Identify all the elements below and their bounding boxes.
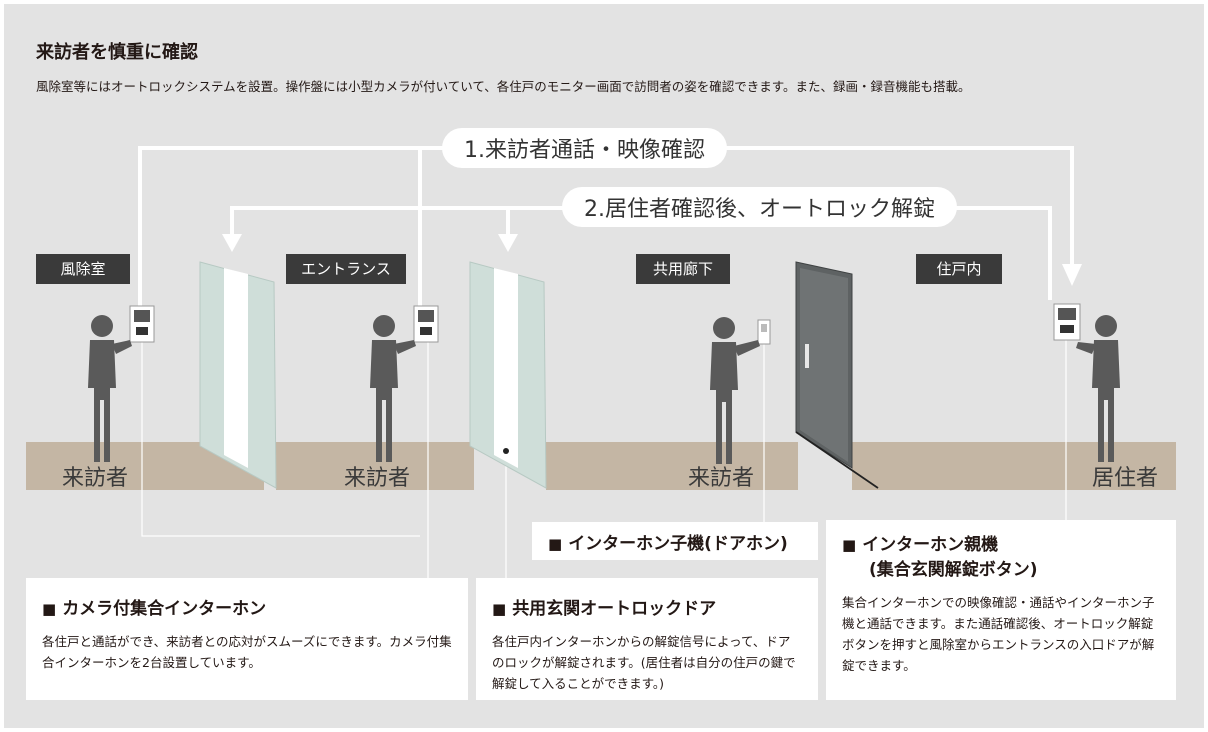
autolock-door-description: 各住戸内インターホンからの解錠信号によって、ドアのロックが解錠されます。(居住者… <box>492 634 796 691</box>
visitor-label-2: 来訪者 <box>344 466 411 491</box>
callout-autolock-door: ■共用玄関オートロックドア 各住戸内インターホンからの解錠信号によって、ドアのロ… <box>476 578 818 700</box>
arrow-to-windbreak-door <box>222 234 242 252</box>
step2-label: 2.居住者確認後、オートロック解錠 <box>562 187 957 227</box>
indoor-monitor-subtitle: (集合玄関解錠ボタン) <box>869 560 1038 580</box>
square-bullet-icon: ■ <box>492 600 507 618</box>
autolock-door-title: ■共用玄関オートロックドア <box>492 599 717 619</box>
callout-line-windbreak <box>141 342 420 537</box>
visitor-figure-2 <box>370 315 416 462</box>
square-bullet-icon: ■ <box>42 600 57 618</box>
visitor-figure-3 <box>710 317 760 464</box>
visitor-label-1: 来訪者 <box>62 466 129 491</box>
indoor-monitor-description: 集合インターホンでの映像確認・通話やインターホン子機と通話できます。また通話確認… <box>842 595 1155 673</box>
resident-figure <box>1076 315 1120 462</box>
square-bullet-icon: ■ <box>548 535 563 553</box>
callout-indoor-monitor: ■インターホン親機 (集合玄関解錠ボタン) 集合インターホンでの映像確認・通話や… <box>826 520 1176 700</box>
camera-intercom-title: ■カメラ付集合インターホン <box>42 599 267 619</box>
floor-strip-3 <box>546 442 798 490</box>
indoor-monitor-title: ■インターホン親機 <box>842 535 999 555</box>
door-handle <box>805 344 809 368</box>
room-label-entrance: エントランス <box>286 254 406 284</box>
indoor-monitor-panel <box>1053 303 1081 341</box>
visitor-label-3: 来訪者 <box>688 466 755 491</box>
floor-strip-2 <box>276 442 474 490</box>
glass-door-windbreak <box>199 261 277 489</box>
room-label-corridor: 共用廊下 <box>636 254 730 284</box>
resident-label: 居住者 <box>1092 466 1159 491</box>
door-threshold <box>795 431 879 489</box>
step1-label: 1.来訪者通話・映像確認 <box>442 128 727 168</box>
apartment-door <box>795 261 879 489</box>
callout-camera-intercom: ■カメラ付集合インターホン 各住戸と通話ができ、来訪者との応対がスムーズにできま… <box>26 578 468 700</box>
glass-door-entrance <box>469 261 547 489</box>
arrow-to-resident <box>1062 264 1082 286</box>
square-bullet-icon: ■ <box>842 536 857 554</box>
door-phone-title: ■インターホン子機(ドアホン) <box>548 534 788 554</box>
page-subtitle: 風除室等にはオートロックシステムを設置。操作盤には小型カメラが付いていて、各住戸… <box>36 79 971 94</box>
room-label-windbreak: 風除室 <box>36 254 130 284</box>
floor-strip-4 <box>852 442 1176 490</box>
door-phone-panel <box>757 319 771 345</box>
door-lock-dot <box>503 448 509 454</box>
arrow-to-entrance-door <box>498 234 518 252</box>
camera-intercom-panel-2 <box>413 305 439 343</box>
camera-intercom-description: 各住戸と通話ができ、来訪者との応対がスムーズにできます。カメラ付集合インターホン… <box>42 634 452 670</box>
room-label-dwelling: 住戸内 <box>916 254 1002 284</box>
camera-intercom-panel-1 <box>129 305 155 343</box>
visitor-figure-1 <box>88 315 132 462</box>
page-title: 来訪者を慎重に確認 <box>36 42 198 63</box>
callout-door-phone: ■インターホン子機(ドアホン) <box>532 522 818 560</box>
